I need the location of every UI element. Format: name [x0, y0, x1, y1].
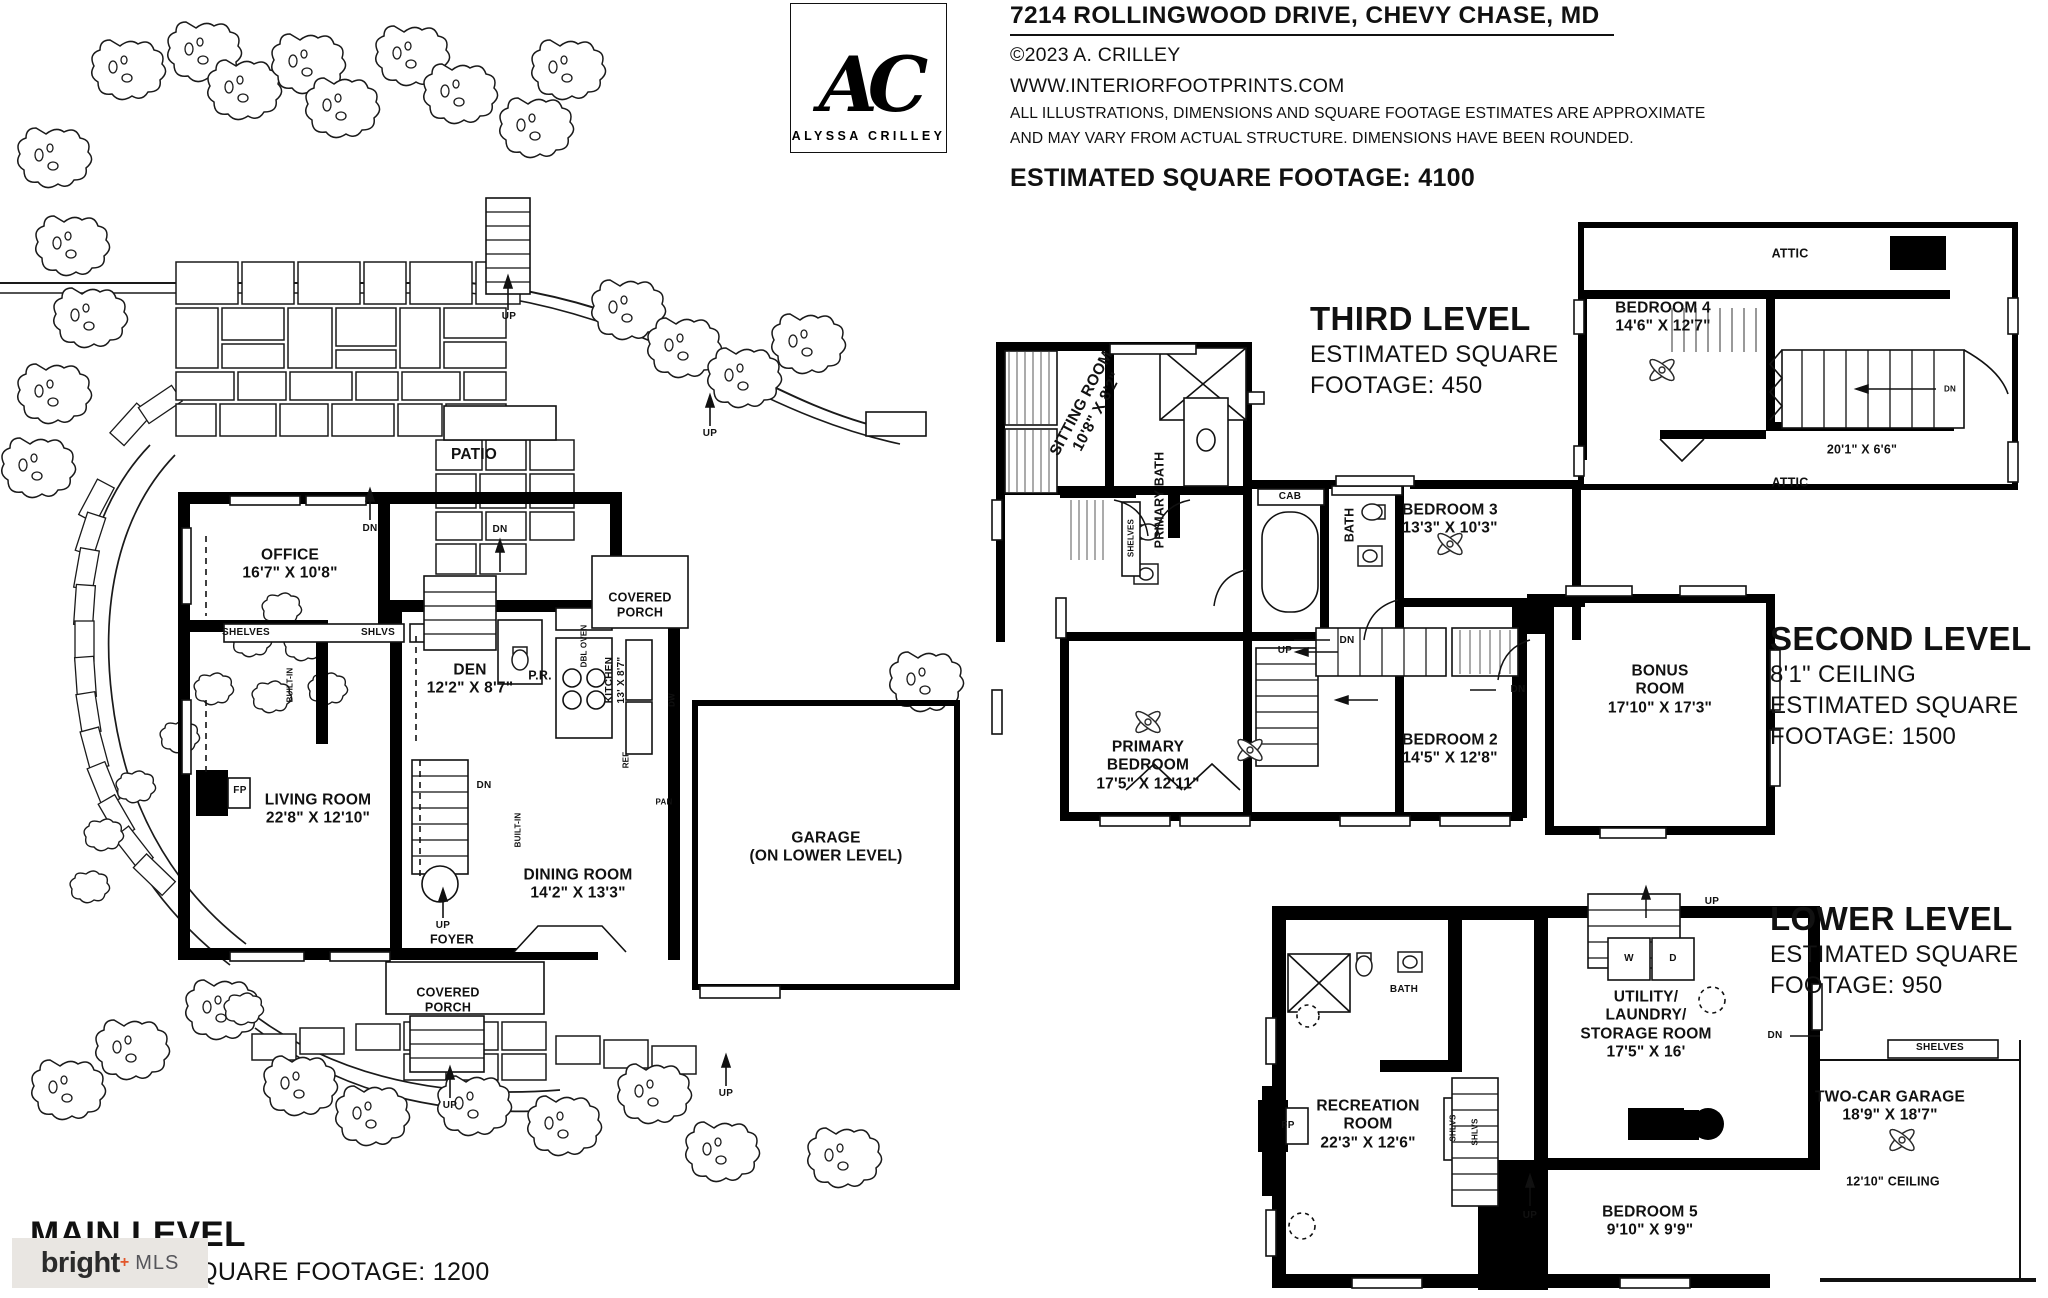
disclaimer-line-1: ALL ILLUSTRATIONS, DIMENSIONS AND SQUARE… [1010, 105, 1706, 122]
label-shlvs-den: SHLVS [360, 627, 396, 639]
label-shlvs-lower-1: SHLVS [1448, 1114, 1458, 1142]
room-label-foyer: FOYER [429, 932, 475, 947]
label-built-in-office: BUILT-IN [285, 667, 295, 703]
room-label-patio: PATIO [450, 445, 498, 463]
label-shelves-garage: SHELVES [1915, 1042, 1965, 1054]
third-level-heading: THIRD LEVEL ESTIMATED SQUARE FOOTAGE: 45… [1310, 300, 1558, 400]
mls-plus-icon: + [119, 1254, 130, 1271]
label-refrigerator: REF [621, 751, 631, 769]
second-level-sub3: FOOTAGE: 1500 [1770, 723, 1957, 750]
label-dishwasher: DW [667, 693, 677, 707]
label-up-lower-stair: UP [1704, 896, 1720, 908]
room-label-living-room: LIVING ROOM 22'8" X 12'10" [264, 791, 372, 827]
label-pantry: PAN [655, 797, 673, 807]
mls-brand: bright [40, 1246, 121, 1279]
second-level-title: SECOND LEVEL [1770, 620, 2032, 657]
label-dbl-oven: DBL OVEN [579, 624, 589, 668]
room-label-bedroom-4: BEDROOM 4 14'6" X 12'7" [1615, 299, 1711, 335]
room-label-garage-main: GARAGE (ON LOWER LEVEL) [749, 829, 903, 865]
lower-level-sub2: FOOTAGE: 950 [1770, 972, 1943, 999]
label-up-second-hall: UP [1277, 645, 1293, 657]
room-label-primary-bath: PRIMARY BATH [1152, 451, 1167, 549]
second-level-sub1: 8'1" CEILING [1770, 661, 1917, 688]
lower-level-title: LOWER LEVEL [1770, 900, 2013, 937]
room-label-office: OFFICE 16'7" X 10'8" [242, 546, 338, 582]
label-third-stair-dim: 20'1" X 6'6" [1826, 442, 1898, 457]
label-up-side-steps: UP [718, 1088, 734, 1100]
room-label-lower-bath: BATH [1389, 984, 1419, 996]
label-cabinet-hall-bath: CAB [1278, 491, 1302, 503]
room-label-attic-bottom: ATTIC [1771, 475, 1809, 490]
room-label-bedroom-2: BEDROOM 2 14'5" X 12'8" [1402, 731, 1498, 767]
room-label-covered-porch-front: COVERED PORCH [416, 985, 480, 1014]
label-fireplace-living: FP [233, 785, 247, 797]
third-level-sub2: FOOTAGE: 450 [1310, 372, 1483, 399]
total-square-footage: ESTIMATED SQUARE FOOTAGE: 4100 [1010, 164, 1476, 192]
copyright-line: ©2023 A. CRILLEY [1010, 44, 1181, 66]
second-level-heading: SECOND LEVEL 8'1" CEILING ESTIMATED SQUA… [1770, 620, 2032, 751]
label-washer: W [1624, 953, 1634, 965]
property-address-title: 7214 ROLLINGWOOD DRIVE, CHEVY CHASE, MD [1010, 2, 1614, 36]
room-label-recreation-room: RECREATION ROOM 22'3" X 12'6" [1316, 1097, 1420, 1152]
label-up-lower-mid-stair: UP [1522, 1210, 1538, 1222]
logo-name: ALYSSA CRILLEY [791, 129, 946, 143]
label-dn-third-stair: DN [1944, 384, 1956, 394]
label-garage-ceiling-height: 12'10" CEILING [1846, 1174, 1940, 1189]
label-dn-patio-steps: DN [492, 524, 508, 536]
room-label-dining-room: DINING ROOM 14'2" X 13'3" [523, 866, 633, 902]
label-up-rear-stair: UP [501, 311, 517, 323]
label-fireplace-recreation: FP [1281, 1120, 1295, 1132]
document-header: 7214 ROLLINGWOOD DRIVE, CHEVY CHASE, MD … [1010, 2, 1930, 193]
label-shelves-office: SHELVES [221, 627, 271, 639]
label-built-in-dining: BUILT-IN [513, 812, 523, 848]
label-shlvs-lower-2: SHLVS [1470, 1118, 1480, 1146]
logo-monogram: AC [818, 40, 929, 129]
lower-level-sub1: ESTIMATED SQUARE [1770, 941, 2019, 968]
label-up-stair-main: UP [435, 920, 451, 932]
room-label-den: DEN 12'2" X 8'7" [426, 661, 514, 697]
third-level-title: THIRD LEVEL [1310, 300, 1531, 337]
third-level-sub1: ESTIMATED SQUARE [1310, 341, 1559, 368]
label-up-front-steps: UP [442, 1100, 458, 1112]
label-up-side-walk: UP [702, 428, 718, 440]
label-dn-stair-main: DN [476, 780, 492, 792]
room-label-bonus-room: BONUS ROOM 17'10" X 17'3" [1607, 662, 1713, 717]
label-dn-garage: DN [1767, 1030, 1783, 1042]
room-label-covered-porch-side: COVERED PORCH [608, 590, 672, 619]
disclaimer-line-2: AND MAY VARY FROM ACTUAL STRUCTURE. DIME… [1010, 130, 1634, 147]
room-label-hall-bath: BATH [1342, 507, 1357, 543]
room-label-attic-top: ATTIC [1771, 246, 1809, 261]
label-dn-second-hall: DN [1339, 635, 1355, 647]
mls-watermark: bright + MLS [12, 1238, 208, 1288]
website-line: WWW.INTERIORFOOTPRINTS.COM [1010, 75, 1345, 97]
lower-level-heading: LOWER LEVEL ESTIMATED SQUARE FOOTAGE: 95… [1770, 900, 2018, 1000]
room-label-primary-bedroom: PRIMARY BEDROOM 17'5" X 12'11" [1096, 738, 1200, 793]
room-label-kitchen: KITCHEN 13' X 8'7" [604, 656, 627, 704]
room-label-utility-laundry-storage: UTILITY/ LAUNDRY/ STORAGE ROOM 17'5" X 1… [1580, 988, 1712, 1061]
room-label-bedroom-5: BEDROOM 5 9'10" X 9'9" [1602, 1203, 1698, 1239]
mls-suffix: MLS [135, 1251, 180, 1274]
label-dryer: D [1669, 953, 1677, 965]
label-powder-room: P.R. [528, 668, 552, 683]
label-dn-bonus: DN [1510, 684, 1526, 696]
brand-logo-box: AC ALYSSA CRILLEY [790, 3, 947, 153]
room-label-bedroom-3: BEDROOM 3 13'3" X 10'3" [1402, 501, 1498, 537]
second-level-sub2: ESTIMATED SQUARE [1770, 692, 2019, 719]
room-label-two-car-garage: TWO-CAR GARAGE 18'9" X 18'7" [1814, 1088, 1966, 1124]
label-shelves-primary: SHELVES [1126, 518, 1136, 558]
label-dn-office-patio: DN [362, 523, 378, 535]
